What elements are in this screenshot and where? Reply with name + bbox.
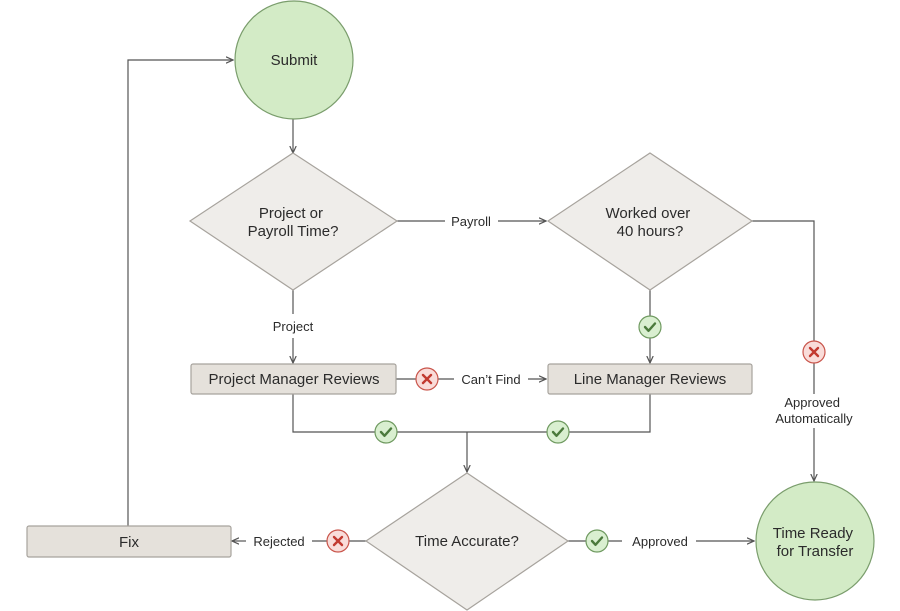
svg-text:Project or Payroll Time?: Project or Payroll Time? bbox=[248, 205, 339, 240]
project-manager-reviews-label: Project Manager Reviews bbox=[209, 371, 380, 388]
check-icon bbox=[638, 315, 662, 339]
edge-label-rejected: Rejected bbox=[253, 534, 304, 549]
decision-worked-over: Worked over 40 hours? bbox=[546, 152, 754, 291]
check-icon bbox=[546, 420, 570, 444]
time-accurate-label: Time Accurate? bbox=[415, 533, 519, 550]
project-or-payroll-line-1: Project or bbox=[259, 205, 323, 222]
process-line-manager-reviews: Line Manager Reviews bbox=[547, 363, 753, 395]
node-time-ready: Time Ready for Transfer bbox=[755, 481, 875, 601]
edge-label-project: Project bbox=[273, 319, 314, 334]
process-project-manager-reviews: Project Manager Reviews bbox=[190, 363, 397, 395]
x-icon bbox=[802, 340, 826, 364]
time-ready-line-1: Time Ready bbox=[773, 525, 854, 542]
check-icon bbox=[585, 529, 609, 553]
edge-label-approved: Approved bbox=[632, 534, 688, 549]
svg-text:Approved Automatically: Approved Automatically bbox=[775, 395, 853, 426]
process-fix: Fix bbox=[26, 525, 232, 558]
edge-worked-to-approved-auto bbox=[752, 220, 815, 394]
decision-project-or-payroll: Project or Payroll Time? bbox=[188, 152, 399, 291]
check-icon bbox=[374, 420, 398, 444]
edge-pm-merge bbox=[292, 394, 651, 433]
worked-over-line-1: Worked over bbox=[606, 205, 691, 222]
edge-fix-to-submit bbox=[127, 60, 233, 526]
x-icon bbox=[415, 367, 439, 391]
svg-text:Time Ready for Transfer: Time Ready for Transfer bbox=[773, 525, 857, 560]
project-or-payroll-line-2: Payroll Time? bbox=[248, 223, 339, 240]
time-ready-line-2: for Transfer bbox=[777, 543, 854, 560]
edge-label-payroll: Payroll bbox=[451, 214, 491, 229]
submit-label: Submit bbox=[271, 52, 319, 69]
worked-over-line-2: 40 hours? bbox=[617, 223, 684, 240]
edge-label-cant-find: Can’t Find bbox=[461, 372, 520, 387]
connectors bbox=[127, 60, 815, 541]
line-manager-reviews-label: Line Manager Reviews bbox=[574, 371, 727, 388]
decision-time-accurate: Time Accurate? bbox=[364, 472, 570, 611]
edge-label-approved-auto-line-2: Automatically bbox=[775, 411, 853, 426]
fix-label: Fix bbox=[119, 534, 139, 551]
node-submit: Submit bbox=[234, 0, 354, 120]
svg-text:Worked over 40 hours?: Worked over 40 hours? bbox=[606, 205, 695, 240]
x-icon bbox=[326, 529, 350, 553]
edge-label-approved-auto-line-1: Approved bbox=[784, 395, 840, 410]
